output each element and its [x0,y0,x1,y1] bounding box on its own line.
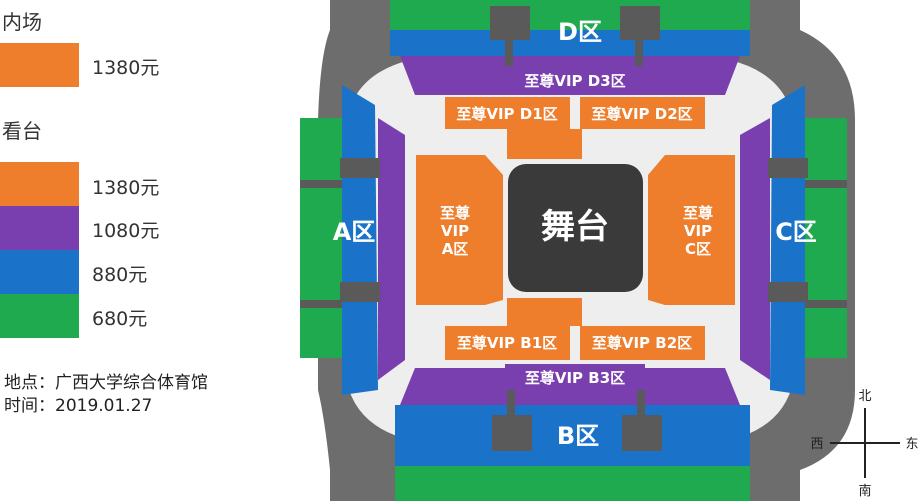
vip-d1-block[interactable] [445,97,570,129]
stand-price-880: 880元 [92,264,148,286]
c-zone-label: C区 [775,218,817,246]
vip-c-line2: VIP [684,222,712,240]
d-aisle-left [505,40,513,90]
d-aisle-block-left [490,6,530,40]
b-zone-label: B区 [557,422,599,450]
venue-location: 地点：广西大学综合体育馆 [4,373,208,393]
compass-north: 北 [858,389,871,404]
vip-d3-block[interactable] [505,66,645,94]
vip-d2-label: 至尊VIP D2区 [591,105,692,123]
stand-swatch-880 [0,250,79,294]
stand-swatch-680 [0,294,79,338]
b-aisle-right [637,372,645,417]
a-zone-purple[interactable] [378,118,405,380]
d-aisle-right [635,40,643,90]
vip-d1-label: 至尊VIP D1区 [456,105,557,123]
stand-price-1080: 1080元 [92,220,160,242]
c-aisle-mid2 [805,300,847,308]
stage [508,164,643,292]
floor-title: 内场 [2,10,42,34]
vip-a-block[interactable] [416,155,503,305]
vip-b3-label: 至尊VIP B3区 [525,369,625,387]
d-zone-green[interactable] [390,0,750,30]
b-zone-blue[interactable] [395,405,750,466]
vip-b3-block[interactable] [505,364,645,390]
vip-c-line1: 至尊 [683,204,713,222]
c-aisle-bottom [768,282,808,302]
a-aisle-bottom [340,282,380,302]
vip-d-aisle [507,129,582,159]
c-aisle-mid1 [805,180,847,188]
a-aisle-mid1 [300,180,342,188]
vip-c-line3: C区 [685,240,711,258]
stand-title: 看台 [2,119,42,143]
vip-b-aisle [507,298,582,326]
vip-a-line1: 至尊 [440,204,470,222]
a-zone-green[interactable] [300,118,342,358]
price-legend: 内场 1380元 看台 1380元 1080元 880元 680元 地点：广西大… [0,0,300,501]
vip-b2-block[interactable] [580,326,705,360]
compass-west: 西 [810,437,823,452]
c-aisle-top [768,158,808,178]
stage-label: 舞台 [541,207,609,247]
event-time: 时间：2019.01.27 [4,396,153,416]
vip-d2-block[interactable] [580,97,705,129]
a-zone-label: A区 [333,218,376,246]
floor-swatch-1380 [0,43,79,87]
stand-swatch-1380 [0,162,79,206]
vip-c-block[interactable] [648,155,735,305]
b-zone-green[interactable] [395,466,750,501]
d-zone-blue[interactable] [390,30,750,56]
b-aisle-block-right [622,415,662,451]
a-aisle-mid2 [300,300,342,308]
vip-a-line3: A区 [442,240,469,258]
vip-a-line2: VIP [441,222,469,240]
vip-b2-label: 至尊VIP B2区 [592,334,692,352]
c-zone-green[interactable] [805,118,847,358]
vip-b1-label: 至尊VIP B1区 [457,334,557,352]
stand-price-1380: 1380元 [92,177,160,199]
b-aisle-block-left [492,415,532,451]
d-zone-label: D区 [558,18,602,46]
compass-east: 东 [905,437,918,452]
stand-swatch-1080 [0,206,79,250]
vip-d3-label: 至尊VIP D3区 [524,72,625,90]
stand-price-680: 680元 [92,308,148,330]
compass-south: 南 [858,483,871,499]
vip-b1-block[interactable] [445,326,570,360]
compass: 北 南 西 东 [810,389,918,499]
a-aisle-top [340,158,380,178]
d-aisle-block-right [620,6,660,40]
b-aisle-left [507,372,515,417]
floor-price-1380: 1380元 [92,57,160,79]
c-zone-purple[interactable] [740,118,770,380]
